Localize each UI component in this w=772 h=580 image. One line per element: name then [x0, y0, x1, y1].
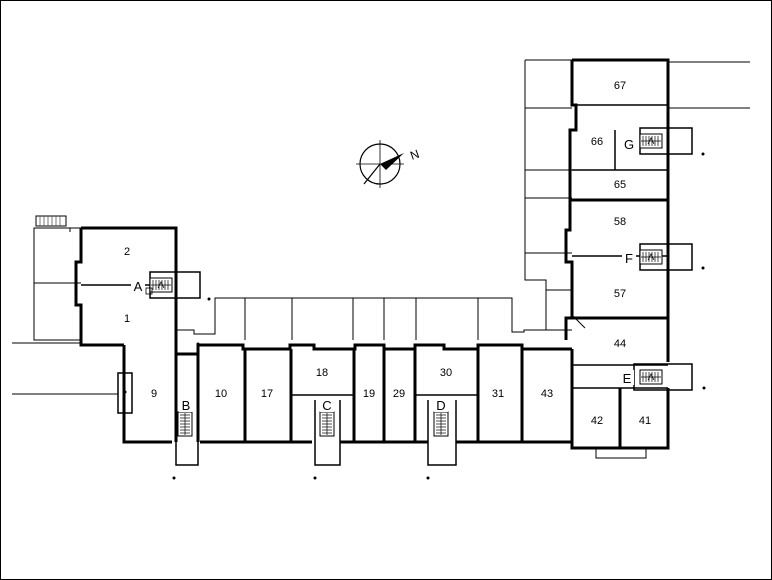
room-65-label: 65: [614, 179, 626, 191]
stair-g-label: G: [624, 137, 634, 152]
room-17-label: 17: [261, 388, 273, 400]
room-66-label: 66: [591, 136, 603, 148]
west-wing: [12, 215, 211, 395]
compass-icon: N: [356, 140, 421, 188]
room-41-label: 41: [639, 415, 651, 427]
stair-d-label: D: [436, 398, 445, 413]
stair-f-label: F: [625, 251, 633, 266]
stair-e-label: E: [623, 371, 632, 386]
central-wing: [117, 297, 572, 480]
stair-c-label: C: [322, 398, 331, 413]
room-42-label: 42: [591, 415, 603, 427]
room-18-label: 18: [316, 367, 328, 379]
stair-labels: A B C D E F G: [131, 136, 636, 413]
room-9-label: 9: [151, 388, 157, 400]
stair-a-label: A: [134, 279, 143, 294]
room-2-label: 2: [124, 246, 130, 258]
room-44-label: 44: [614, 338, 626, 350]
compass-north-letter: N: [408, 147, 421, 163]
east-wing: [524, 58, 750, 459]
room-19-label: 19: [363, 388, 375, 400]
room-67-label: 67: [614, 80, 626, 92]
room-30-label: 30: [440, 367, 452, 379]
room-57-label: 57: [614, 288, 626, 300]
room-labels: 2 1 9 10 17 18 19 29 30 31 43 67 66 65 5…: [124, 80, 651, 427]
room-43-label: 43: [541, 388, 553, 400]
room-29-label: 29: [393, 388, 405, 400]
room-10-label: 10: [215, 388, 227, 400]
room-58-label: 58: [614, 216, 626, 228]
room-1-label: 1: [124, 313, 130, 325]
room-31-label: 31: [492, 388, 504, 400]
stair-b-label: B: [182, 398, 191, 413]
